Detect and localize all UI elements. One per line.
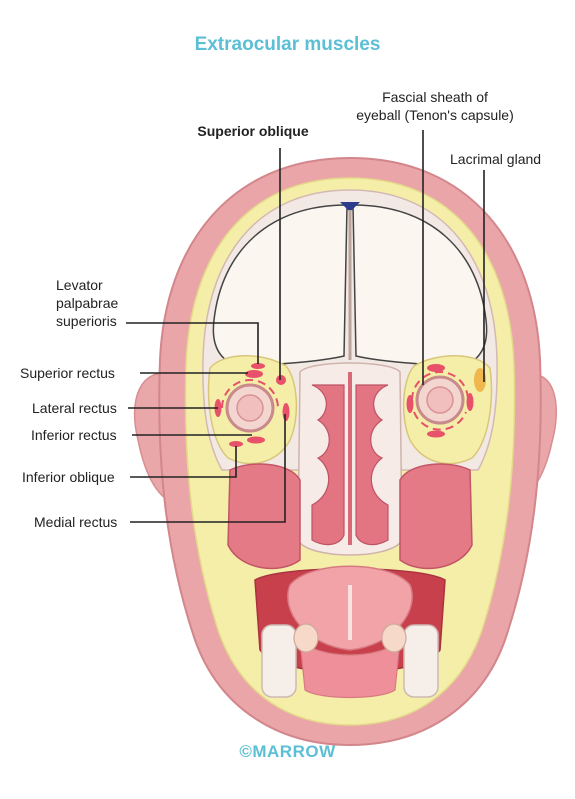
right-superior-rectus bbox=[427, 364, 445, 372]
left-medial-rectus bbox=[282, 403, 290, 421]
label-levator-line2: palpabrae bbox=[56, 295, 119, 311]
right-conchae bbox=[355, 384, 389, 546]
label-levator-line3: superioris bbox=[56, 313, 117, 329]
right-tenon-capsule-lower bbox=[413, 411, 467, 431]
left-maxillary-sinus bbox=[227, 463, 301, 570]
right-lateral-rectus bbox=[466, 393, 474, 411]
label-levator-line1: Levator bbox=[56, 277, 103, 293]
left-superior-rectus bbox=[245, 370, 263, 378]
lower-tongue bbox=[299, 638, 401, 699]
label-lateral-rectus: Lateral rectus bbox=[32, 400, 117, 416]
line-medial-rectus bbox=[130, 414, 286, 523]
right-inferior-rectus bbox=[427, 430, 445, 438]
label-medial-rectus: Medial rectus bbox=[34, 514, 118, 530]
label-inferior-oblique: Inferior oblique bbox=[22, 469, 115, 485]
left-levator bbox=[251, 363, 265, 369]
label-inferior-rectus: Inferior rectus bbox=[31, 427, 117, 443]
line-inferior-oblique bbox=[130, 446, 237, 478]
label-superior-rectus: Superior rectus bbox=[20, 365, 115, 381]
left-inferior-oblique bbox=[229, 441, 243, 447]
left-inferior-rectus bbox=[247, 436, 265, 444]
left-iris bbox=[236, 394, 264, 422]
left-jaw-bone bbox=[261, 624, 297, 698]
line-levator bbox=[126, 322, 259, 364]
right-medial-rectus bbox=[406, 395, 414, 413]
right-maxillary-sinus bbox=[399, 463, 473, 570]
right-tenon-capsule bbox=[411, 371, 469, 401]
diagram-title: Extraocular muscles bbox=[194, 34, 381, 55]
label-fascial-sheath-line1: Fascial sheath of bbox=[382, 89, 488, 105]
label-lacrimal-gland: Lacrimal gland bbox=[450, 151, 542, 167]
superior-sagittal-sinus bbox=[340, 202, 360, 212]
right-jaw-bone bbox=[403, 624, 439, 698]
right-iris bbox=[426, 386, 454, 414]
left-tenon-capsule bbox=[221, 379, 279, 409]
label-fascial-sheath-line2: eyeball (Tenon's capsule) bbox=[356, 107, 514, 123]
nasal-septum bbox=[348, 372, 352, 545]
brand-logo: ©MARROW bbox=[239, 742, 336, 761]
brain-right-hemisphere bbox=[352, 204, 488, 367]
right-lacrimal-gland bbox=[474, 368, 486, 392]
left-conchae bbox=[311, 384, 345, 546]
label-superior-oblique: Superior oblique bbox=[197, 123, 309, 139]
left-superior-oblique bbox=[276, 375, 286, 385]
left-tooth bbox=[293, 623, 319, 653]
right-tooth bbox=[381, 623, 407, 653]
